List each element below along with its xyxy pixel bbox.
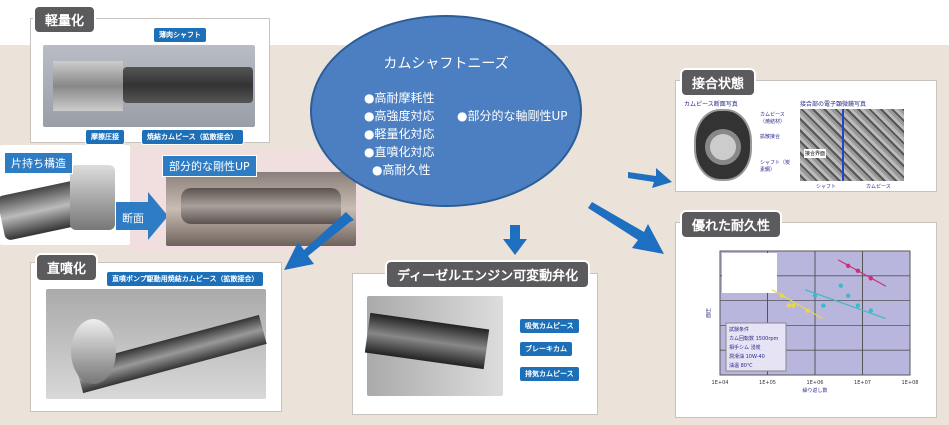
cantilever-label: 片持ち構造: [4, 152, 73, 174]
x-axis-label: 繰り返し数: [802, 387, 827, 394]
diesel-camshaft-photo: [364, 296, 503, 396]
durability-chart: 1E+04 1E+05 1E+06 1E+07 1E+08 繰り返し数 面圧試験条件カム回転…: [706, 250, 919, 394]
hollow-shaft-photo: [43, 45, 255, 127]
arrow-down-left-icon: [284, 212, 354, 270]
data-point: [821, 303, 826, 308]
diesel-panel: 吸気カムピース ブレーキカム 排気カムピース: [352, 273, 598, 415]
need-item: ●軽量化対応: [364, 127, 435, 141]
condition-text: カム回転数 1500rpm: [729, 335, 779, 342]
data-point: [846, 293, 851, 298]
series-line: [804, 289, 887, 320]
data-point: [791, 303, 796, 308]
callout-exhaust-cam: 排気カムピース: [519, 366, 580, 382]
section-label: 断面: [122, 212, 144, 225]
needs-title: カムシャフトニーズ: [383, 56, 509, 72]
callout-intake-cam: 吸気カムピース: [519, 318, 580, 334]
need-item: ●高耐摩耗性: [364, 91, 435, 105]
y-axis-label: 面圧: [706, 308, 712, 318]
joint-title: 接合状態: [680, 68, 757, 97]
conditions-box: [725, 322, 787, 372]
data-point: [846, 263, 851, 269]
callout-thin-shaft: 薄肉シャフト: [153, 27, 207, 43]
x-tick-label: 1E+06: [807, 380, 824, 386]
condition-text: 潤滑油 10W-40: [729, 353, 765, 360]
need-item: ●直噴化対応: [364, 145, 435, 159]
series-line: [837, 259, 887, 287]
data-point: [786, 303, 791, 308]
sem-photo: 接合界面: [800, 109, 904, 181]
camshaft-needs-ellipse: カムシャフトニーズ ●高耐摩耗性 ●高強度対応 ●軽量化対応 ●直噴化対応 ●高…: [310, 15, 582, 207]
arrow-down-icon: [503, 225, 527, 255]
x-tick-label: 1E+08: [902, 380, 919, 386]
direct-injection-title: 直噴化: [35, 253, 99, 282]
label-interface: 接合界面: [804, 149, 827, 158]
data-point: [779, 293, 784, 298]
callout-pump-cam: 直噴ポンプ駆動用焼結カムピース（拡散接合）: [106, 271, 265, 287]
label-diffusion-bond: 拡散接合: [760, 134, 781, 140]
stiffness-label: 部分的な剛性UP: [162, 155, 257, 177]
need-item: ●高強度対応: [364, 109, 435, 123]
durability-title: 優れた耐久性: [680, 210, 783, 239]
lightweight-panel: 薄肉シャフト 摩擦圧接 焼結カムピース（拡散接合）: [30, 18, 270, 145]
data-point: [868, 276, 874, 281]
callout-brake-cam: ブレーキカム: [519, 341, 573, 357]
durability-panel: 1E+04 1E+05 1E+06 1E+07 1E+08 繰り返し数 面圧試験条件カム回転…: [675, 222, 937, 418]
x-tick-label: 1E+04: [712, 380, 729, 386]
section-arrow-icon: [116, 192, 168, 240]
direct-injection-camshaft-photo: [46, 289, 267, 399]
cam-section-photo: [694, 109, 752, 181]
diesel-title: ディーゼルエンジン可変動弁化: [385, 260, 591, 289]
data-point: [812, 293, 818, 298]
joint-panel: カムピース断面写真 カムピース（焼結材） 拡散接合 シャフト（炭素鋼） 接合部の…: [675, 80, 937, 192]
need-item: ●部分的な軸剛性UP: [457, 109, 568, 123]
condition-text: 相手シム 浸炭: [729, 344, 761, 351]
condition-text: 試験条件: [729, 326, 749, 333]
arrow-down-right-icon: [588, 202, 664, 254]
data-point: [868, 308, 874, 313]
need-item: ●高耐久性: [372, 163, 431, 177]
legend-box: [722, 253, 777, 293]
data-point: [855, 268, 861, 274]
data-point: [805, 308, 810, 313]
x-tick-label: 1E+07: [854, 380, 871, 386]
data-point: [855, 303, 861, 308]
x-tick-label: 1E+05: [759, 380, 776, 386]
label-shaft-steel: シャフト（炭素鋼）: [760, 160, 791, 173]
sem-caption: 接合部の電子顕微鏡写真: [800, 101, 867, 108]
callout-sintered-cam: 焼結カムピース（拡散接合）: [141, 129, 244, 145]
label-cam-piece: カムピース（焼結材）: [760, 112, 786, 125]
callout-friction-weld: 摩擦圧接: [85, 129, 125, 145]
label-shaft: シャフト: [816, 184, 837, 190]
arrow-right-icon: [628, 168, 672, 188]
condition-text: 油温 80℃: [729, 362, 753, 369]
label-cam: カムピース: [866, 184, 891, 190]
direct-injection-panel: 直噴ポンプ駆動用焼結カムピース（拡散接合）: [30, 262, 282, 412]
lightweight-title: 軽量化: [33, 5, 97, 34]
cam-section-caption: カムピース断面写真: [684, 101, 738, 108]
data-point: [838, 283, 844, 288]
